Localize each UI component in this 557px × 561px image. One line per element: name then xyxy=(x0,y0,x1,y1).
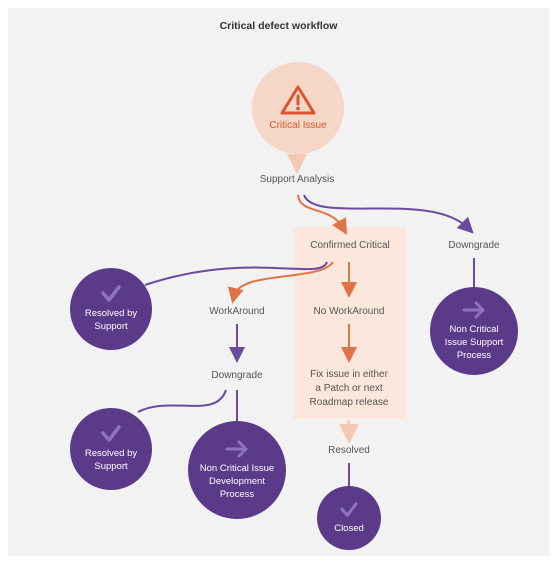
downgrade-top-label: Downgrade xyxy=(448,240,500,251)
downgrade-mid-label: Downgrade xyxy=(211,370,263,381)
diagram-title: Critical defect workflow xyxy=(219,20,338,32)
no-workaround-label: No WorkAround xyxy=(313,306,385,317)
connector-analysis-to-downgrade xyxy=(303,194,474,234)
highlight-band xyxy=(293,227,406,419)
non-critical-development-label: Non Critical Issue Development Process xyxy=(199,462,275,500)
connector-confirmed-to-resolved-support xyxy=(144,261,328,286)
resolved-by-support-label: Resolved by Support xyxy=(84,308,138,332)
closed-label: Closed xyxy=(334,522,364,534)
critical-issue-node: Critical Issue xyxy=(252,62,344,154)
critical-issue-label: Critical Issue xyxy=(269,119,327,131)
fix-issue-label: Fix issue in either a Patch or next Road… xyxy=(309,369,389,408)
closed-node: Closed xyxy=(317,486,381,550)
resolved-by-support-node: Resolved by Support xyxy=(70,268,152,350)
warning-triangle-icon xyxy=(280,85,316,114)
non-critical-support-node: Non Critical Issue Support Process xyxy=(430,287,518,375)
connector-analysis-to-confirmed xyxy=(297,194,347,235)
support-analysis-label: Support Analysis xyxy=(259,174,335,185)
confirmed-critical-label: Confirmed Critical xyxy=(310,240,390,251)
connector-confirmed-to-workaround xyxy=(228,261,334,304)
check-icon xyxy=(101,285,121,302)
resolved-by-support-node-2: Resolved by Support xyxy=(70,408,152,490)
resolved-label: Resolved xyxy=(328,445,370,456)
check-icon xyxy=(101,425,121,442)
non-critical-development-node: Non Critical Issue Development Process xyxy=(188,421,286,519)
connector-downgrade-to-resolved-support xyxy=(137,389,227,413)
arrow-right-icon xyxy=(225,440,248,457)
non-critical-support-label: Non Critical Issue Support Process xyxy=(444,323,504,361)
resolved-by-support-label-2: Resolved by Support xyxy=(84,448,138,472)
arrow-right-icon xyxy=(462,301,485,318)
workaround-label: WorkAround xyxy=(209,306,265,317)
check-icon xyxy=(340,501,358,517)
